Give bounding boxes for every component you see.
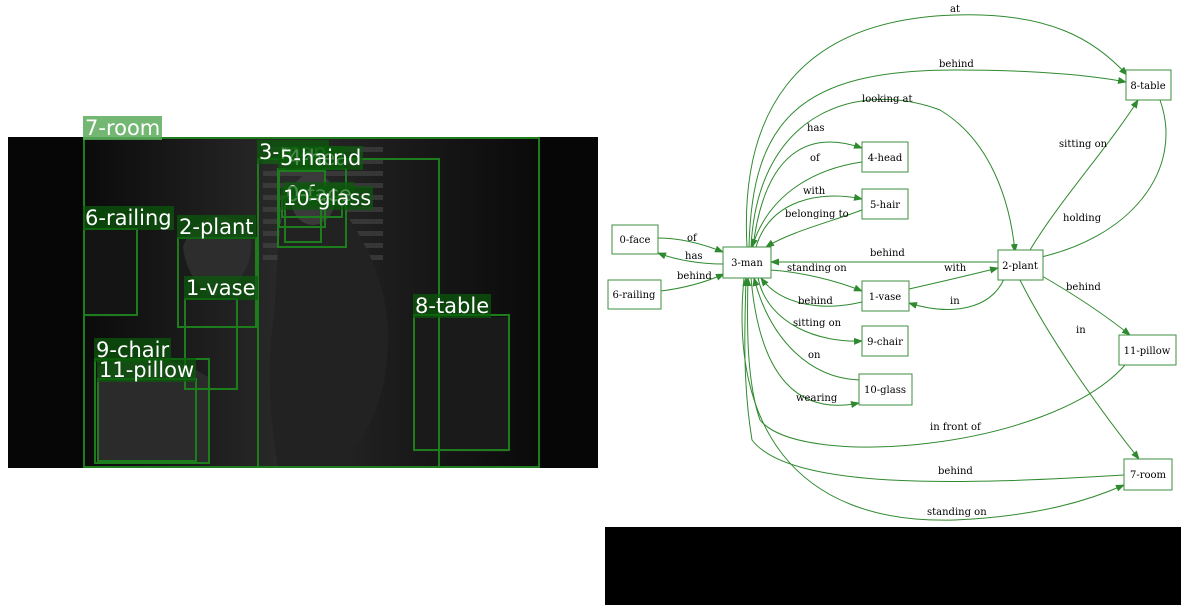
edge-man-looking-at-plant (750, 98, 1018, 253)
edge-man-has-face (657, 252, 724, 265)
node-room: 7-room (1123, 458, 1173, 491)
edge-label-behind-pillow: behind (1066, 282, 1101, 293)
edge-label-sitting-on-table: sitting on (1059, 139, 1108, 150)
node-vase: 1-vase (861, 280, 910, 312)
edge-label-wearing: wearing (796, 393, 838, 404)
edge-label-on-glass: on (808, 350, 821, 361)
svg-text:7-room: 7-room (1130, 470, 1167, 481)
svg-text:11-pillow: 11-pillow (1124, 346, 1171, 357)
edge-man-at-table (745, 14, 1128, 248)
node-glass: 10-glass (858, 373, 913, 406)
edge-label-of-face: of (687, 233, 698, 244)
edge-label-behind-table: behind (939, 59, 974, 70)
svg-text:0-face: 0-face (620, 235, 651, 246)
svg-text:4-head: 4-head (868, 153, 903, 164)
node-man: 3-man (722, 246, 772, 279)
svg-text:2-plant: 2-plant (1002, 261, 1038, 272)
edge-vase-with-plant (908, 266, 999, 290)
edge-label-of-head: of (810, 153, 821, 164)
edge-label-with-vase: with (944, 263, 967, 274)
edge-plant-behind-pillow (1041, 275, 1131, 336)
edge-room-behind-man (742, 277, 1125, 483)
edge-table-holding-plant (1031, 99, 1167, 261)
edge-pillow-in-front-of-man (744, 277, 1126, 448)
edge-label-holding: holding (1063, 213, 1102, 224)
svg-text:5-hair: 5-hair (870, 200, 900, 211)
edge-label-in-vase: in (950, 296, 960, 307)
svg-text:10-glass: 10-glass (864, 385, 906, 396)
graph-nodes: 0-face 6-railing 3-man 4-head 5-hair 1-v… (607, 69, 1177, 491)
svg-text:3-man: 3-man (731, 258, 763, 269)
black-strip (605, 527, 1181, 605)
edge-label-behind-railing: behind (677, 271, 712, 282)
edge-plant-sitting-on-table (1029, 99, 1139, 251)
node-table: 8-table (1125, 69, 1172, 101)
edge-man-standing-on-room (741, 277, 1125, 521)
edge-label-behind-vase: behind (798, 296, 833, 307)
edge-label-sitting-on-chair: sitting on (793, 318, 842, 329)
edge-man-has-head (752, 141, 863, 248)
edge-label-at: at (950, 4, 960, 15)
edge-railing-behind-man (660, 273, 725, 292)
edge-glass-on-man (752, 277, 860, 381)
node-head: 4-head (861, 141, 909, 173)
edge-man-with-hair (755, 193, 863, 248)
edge-label-belonging-to: belonging to (785, 209, 849, 220)
svg-text:6-railing: 6-railing (613, 290, 657, 301)
edge-face-of-man (657, 237, 724, 253)
svg-text:9-chair: 9-chair (867, 337, 903, 348)
edge-man-behind-table (748, 69, 1127, 248)
edge-man-wearing-glass (750, 277, 860, 409)
edge-label-in-room: in (1076, 325, 1086, 336)
graph-edges: at behind looking at has of with belongi… (657, 4, 1167, 521)
edge-head-of-man (751, 161, 863, 248)
svg-text:8-table: 8-table (1130, 81, 1165, 92)
edge-plant-in-room (1019, 279, 1140, 460)
edge-label-looking-at: looking at (862, 94, 913, 105)
node-railing: 6-railing (607, 279, 662, 310)
node-chair: 9-chair (861, 325, 909, 357)
edge-plant-in-vase (908, 278, 1005, 310)
edge-label-in-front-of: in front of (930, 422, 982, 433)
node-pillow: 11-pillow (1118, 334, 1177, 366)
node-plant: 2-plant (997, 249, 1044, 281)
edge-label-behind-room: behind (938, 466, 973, 477)
edge-label-standing-on-room: standing on (927, 507, 987, 518)
edge-man-standing-on-vase (770, 269, 863, 292)
edge-hair-belonging-to-man (765, 209, 863, 248)
edge-label-with-hair: with (803, 186, 826, 197)
edge-label-standing-on-vase: standing on (787, 263, 847, 274)
edge-label-behind-plant: behind (870, 248, 905, 259)
node-hair: 5-hair (861, 188, 909, 220)
edge-man-sitting-on-chair (757, 277, 863, 345)
node-face: 0-face (611, 224, 659, 255)
svg-text:1-vase: 1-vase (869, 292, 901, 303)
edge-vase-behind-man (760, 277, 863, 307)
edge-label-has-head: has (807, 123, 825, 134)
edge-label-has-face: has (685, 251, 703, 262)
